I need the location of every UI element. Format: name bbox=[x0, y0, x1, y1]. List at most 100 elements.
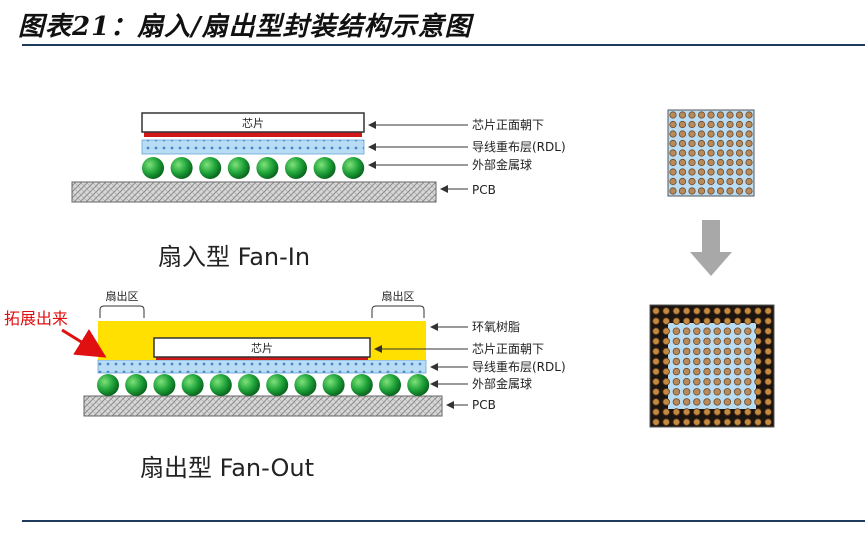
extend-arrow bbox=[61, 328, 107, 358]
solder-ball bbox=[342, 157, 365, 179]
bump-dot bbox=[716, 177, 725, 186]
bump-dot bbox=[733, 337, 742, 345]
bump-dot bbox=[662, 418, 670, 426]
bump-dot bbox=[693, 367, 701, 376]
bump-dot bbox=[745, 130, 753, 138]
bump-dot bbox=[669, 130, 677, 138]
solder-ball bbox=[350, 374, 373, 396]
bump-dot bbox=[693, 418, 701, 426]
bump-dot bbox=[682, 398, 691, 406]
bump-dot bbox=[682, 317, 691, 325]
bump-dot bbox=[682, 388, 691, 396]
bump-dot bbox=[735, 177, 744, 186]
bump-dot bbox=[745, 120, 753, 129]
bump-dot bbox=[662, 337, 670, 345]
solder-ball bbox=[238, 374, 260, 396]
bump-dot bbox=[713, 367, 721, 376]
bump-dot bbox=[735, 187, 744, 195]
bump-dot bbox=[682, 347, 691, 356]
bump-dot bbox=[703, 378, 711, 386]
bump-dot bbox=[652, 337, 660, 345]
solder-ball bbox=[199, 157, 222, 179]
bump-dot bbox=[693, 357, 701, 366]
bump-dot bbox=[723, 398, 732, 406]
bump-dot bbox=[688, 177, 696, 186]
bump-dot bbox=[688, 168, 696, 176]
bump-dot bbox=[716, 111, 725, 119]
bump-dot bbox=[754, 307, 762, 315]
bump-dot bbox=[726, 111, 734, 119]
bump-dot bbox=[662, 388, 670, 396]
bump-dot bbox=[713, 357, 721, 366]
bump-dot bbox=[716, 158, 725, 167]
bump-dot bbox=[703, 317, 711, 325]
bump-dot bbox=[726, 149, 734, 157]
bump-dot bbox=[745, 177, 753, 186]
fan-out-top-view bbox=[649, 304, 775, 428]
bump-dot bbox=[735, 168, 744, 176]
bump-dot bbox=[713, 418, 721, 426]
bump-dot bbox=[678, 130, 687, 138]
solder-ball bbox=[170, 157, 193, 179]
solder-ball bbox=[313, 157, 336, 179]
bump-dot bbox=[764, 418, 772, 426]
solder-ball bbox=[322, 374, 345, 396]
bump-dot bbox=[662, 357, 670, 366]
fan-out-pcb bbox=[83, 395, 443, 417]
bump-dot bbox=[713, 408, 721, 416]
bump-dot bbox=[678, 139, 687, 148]
bump-dot bbox=[726, 168, 734, 176]
bump-dot bbox=[672, 408, 681, 416]
fan-in-label-0: 芯片正面朝下 bbox=[472, 118, 544, 132]
bump-dot bbox=[745, 149, 753, 157]
bump-dot bbox=[764, 357, 772, 366]
bump-dot bbox=[716, 139, 725, 148]
bump-dot bbox=[735, 120, 744, 129]
fan-out-solder-balls bbox=[97, 374, 430, 396]
bump-dot bbox=[693, 408, 701, 416]
bump-dot bbox=[716, 130, 725, 138]
bump-dot bbox=[744, 357, 752, 366]
bump-dot bbox=[754, 418, 762, 426]
bump-dot bbox=[688, 120, 696, 129]
bump-dot bbox=[744, 388, 752, 396]
bump-dot bbox=[672, 327, 681, 335]
fan-out-label-4: PCB bbox=[472, 398, 496, 412]
bump-dot bbox=[744, 418, 752, 426]
solder-ball bbox=[294, 374, 317, 396]
fan-in-caption: 扇入型 Fan-In bbox=[158, 243, 310, 271]
fan-out-chip-label: 芯片 bbox=[251, 341, 273, 355]
bump-dot bbox=[726, 158, 734, 167]
bump-dot bbox=[764, 327, 772, 335]
bump-dot bbox=[678, 120, 687, 129]
bump-dot bbox=[744, 378, 752, 386]
figure-title: 图表21：扇入/扇出型封装结构示意图 bbox=[18, 12, 472, 42]
bump-dot bbox=[662, 347, 670, 356]
bump-dot bbox=[764, 347, 772, 356]
bump-dot bbox=[713, 398, 721, 406]
bump-dot bbox=[713, 327, 721, 335]
bump-dot bbox=[672, 357, 681, 366]
bump-dot bbox=[693, 388, 701, 396]
bump-dot bbox=[682, 327, 691, 335]
bump-dot bbox=[672, 367, 681, 376]
bump-dot bbox=[723, 388, 732, 396]
bump-dot bbox=[735, 130, 744, 138]
bump-dot bbox=[703, 307, 711, 315]
bump-dot bbox=[733, 418, 742, 426]
solder-ball bbox=[407, 374, 430, 396]
fan-out-label-1: 芯片正面朝下 bbox=[472, 342, 544, 356]
bump-dot bbox=[713, 388, 721, 396]
bump-dot bbox=[662, 317, 670, 325]
bump-dot bbox=[669, 120, 677, 129]
bump-dot bbox=[703, 418, 711, 426]
bump-dot bbox=[662, 398, 670, 406]
top-rule bbox=[22, 44, 865, 46]
bump-dot bbox=[745, 158, 753, 167]
bump-dot bbox=[693, 317, 701, 325]
solder-ball bbox=[379, 374, 401, 396]
bump-dot bbox=[713, 307, 721, 315]
bump-dot bbox=[707, 120, 715, 129]
bump-dot bbox=[716, 149, 725, 157]
fan-in-label-1: 导线重布层(RDL) bbox=[472, 140, 566, 154]
